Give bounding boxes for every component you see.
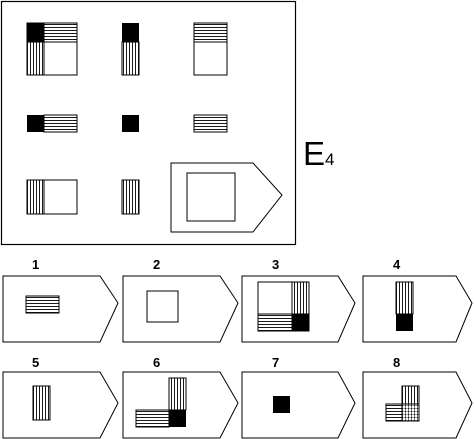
option-2-figure[interactable] — [122, 275, 239, 343]
option-5-figure[interactable] — [2, 371, 119, 439]
option-5-label: 5 — [32, 355, 40, 370]
option-6-figure[interactable] — [122, 371, 239, 439]
cell-r3c2 — [121, 179, 140, 215]
cell-r3c1 — [26, 179, 78, 215]
cell-r2c1 — [27, 114, 78, 133]
option-1-figure[interactable] — [2, 275, 119, 343]
cell-r1c1 — [26, 22, 78, 76]
cell-r2c2 — [122, 115, 139, 132]
option-7-label: 7 — [272, 355, 280, 370]
answer-placeholder — [170, 162, 283, 233]
puzzle-id: E4 — [303, 137, 334, 170]
option-1-label: 1 — [32, 257, 40, 272]
option-4-figure[interactable] — [362, 275, 473, 343]
option-8-figure[interactable] — [362, 371, 473, 439]
puzzle-id-number: 4 — [325, 150, 335, 169]
option-3-label: 3 — [272, 257, 280, 272]
option-3-figure[interactable] — [241, 275, 356, 343]
cell-r1c3 — [193, 22, 228, 76]
option-8-label: 8 — [393, 355, 401, 370]
cell-r2c3 — [193, 114, 228, 133]
option-7-figure[interactable] — [241, 371, 356, 439]
puzzle-id-letter: E — [303, 135, 326, 172]
option-2-label: 2 — [153, 257, 161, 272]
option-6-label: 6 — [153, 355, 161, 370]
option-4-label: 4 — [393, 257, 401, 272]
cell-r1c2 — [121, 23, 140, 76]
